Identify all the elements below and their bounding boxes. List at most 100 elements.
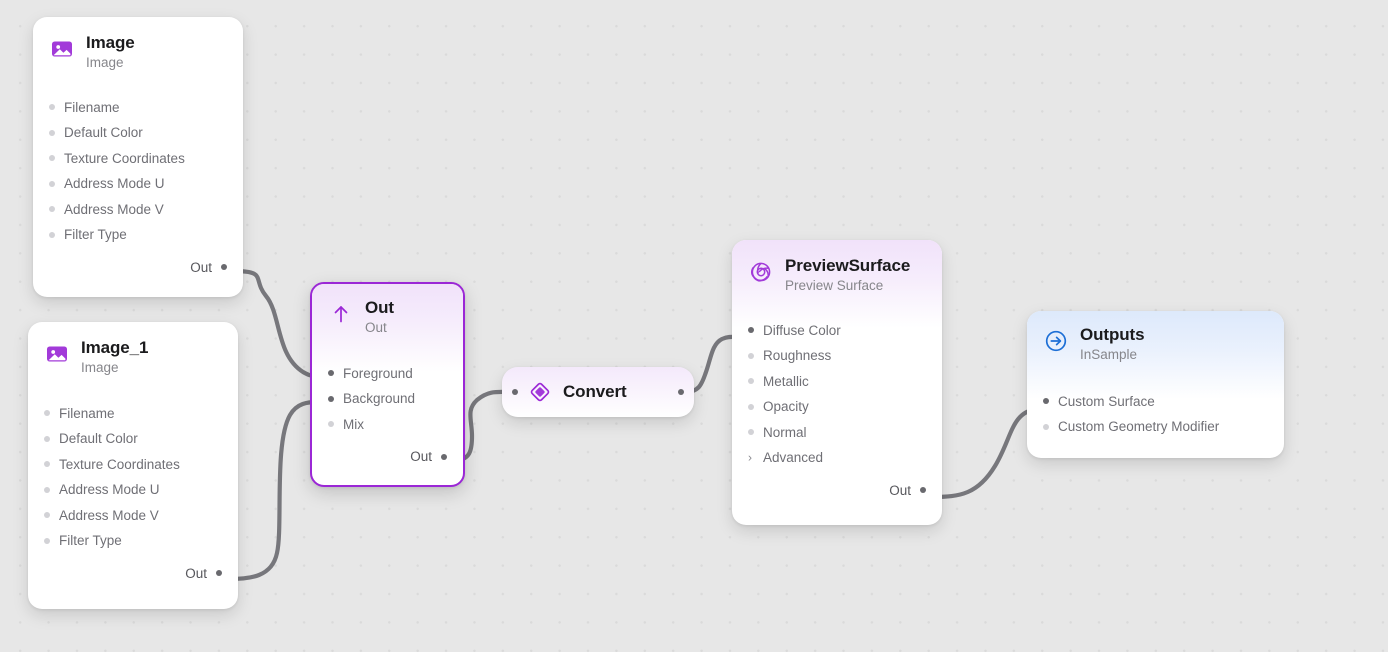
port-dot[interactable] [49,129,55,136]
port-label: Default Color [64,125,143,141]
port-label: Opacity [763,399,809,415]
node-ports: Foreground Background Mix Out [312,338,463,470]
port-dot[interactable] [441,453,447,460]
node-outputs[interactable]: Outputs InSample Custom Surface Custom G… [1027,311,1284,458]
node-title: Image_1 [81,338,149,357]
node-header[interactable]: Image Image [33,17,243,73]
port-row[interactable]: Filename [28,401,238,427]
port-dot[interactable] [328,421,334,428]
node-ports: Filename Default Color Texture Coordinat… [33,73,243,281]
port-label: Texture Coordinates [64,150,185,166]
port-dot[interactable] [216,570,222,577]
node-subtitle: Image [86,55,124,71]
node-subtitle: InSample [1080,347,1138,363]
port-row[interactable]: Diffuse Color [732,318,942,344]
port-row[interactable]: Normal [732,420,942,446]
node-header[interactable]: PreviewSurface Preview Surface [732,240,942,296]
port-dot[interactable] [49,206,55,213]
port-row[interactable]: Filter Type [33,222,243,248]
port-label: Address Mode U [64,176,165,192]
node-ports: Custom Surface Custom Geometry Modifier [1027,365,1284,440]
port-dot[interactable] [44,486,50,493]
wire-preview-out-to-outputs-custom-surface [930,406,1040,500]
port-row[interactable]: Custom Surface [1027,389,1284,415]
port-dot[interactable] [748,429,754,436]
port-row[interactable]: Roughness [732,343,942,369]
node-convert[interactable]: Convert [502,367,694,417]
port-dot[interactable] [44,410,50,417]
node-out[interactable]: Out Out Foreground Background Mix Out [310,282,465,487]
port-dot[interactable] [1043,423,1049,430]
port-dot-input[interactable] [512,389,518,395]
port-dot[interactable] [920,487,926,494]
port-row[interactable]: Default Color [33,120,243,146]
port-label: Normal [763,424,807,440]
port-row[interactable]: Texture Coordinates [28,452,238,478]
port-label: Texture Coordinates [59,456,180,472]
port-dot[interactable] [49,180,55,187]
port-row[interactable]: Default Color [28,426,238,452]
port-label: Default Color [59,431,138,447]
port-label: Custom Surface [1058,393,1155,409]
port-row[interactable]: Filename [33,95,243,121]
node-header[interactable]: Image_1 Image [28,322,238,378]
port-row-output[interactable]: Out [33,255,243,281]
port-row[interactable]: Address Mode U [28,477,238,503]
port-dot[interactable] [748,403,754,410]
node-image[interactable]: Image Image Filename Default Color Textu… [33,17,243,297]
port-dot[interactable] [44,537,50,544]
diamond-icon [528,380,552,404]
node-header[interactable]: Out Out [312,284,463,338]
port-label: Background [343,391,416,407]
port-dot[interactable] [49,231,55,238]
port-label: Filename [64,99,120,115]
node-header[interactable]: Outputs InSample [1027,311,1284,365]
port-row-output[interactable]: Out [732,478,942,504]
port-label: Diffuse Color [763,322,841,338]
port-label: Filename [59,405,115,421]
port-row[interactable]: Mix [312,412,463,438]
port-dot[interactable] [49,155,55,162]
port-dot[interactable] [1043,398,1049,405]
node-ports: Filename Default Color Texture Coordinat… [28,378,238,587]
port-row[interactable]: Address Mode V [28,503,238,529]
port-dot[interactable] [44,461,50,468]
port-dot-output[interactable] [678,389,684,395]
node-title: Outputs [1080,325,1145,344]
port-dot[interactable] [221,264,227,271]
image-icon [49,36,75,62]
port-label: Filter Type [59,533,122,549]
port-row[interactable]: Address Mode V [33,197,243,223]
port-row[interactable]: Address Mode U [33,171,243,197]
node-title: Convert [563,382,627,401]
node-title: Out [365,298,394,317]
port-dot[interactable] [748,327,754,334]
port-row[interactable]: Background [312,386,463,412]
node-preview-surface[interactable]: PreviewSurface Preview Surface Diffuse C… [732,240,942,525]
port-dot[interactable] [328,395,334,402]
port-row[interactable]: Opacity [732,394,942,420]
port-label: Foreground [343,365,413,381]
node-subtitle: Out [365,320,387,336]
chevron-right-icon[interactable]: › [748,450,752,465]
port-dot[interactable] [748,378,754,385]
port-row-output[interactable]: Out [28,561,238,587]
port-dot[interactable] [49,104,55,111]
node-title: Image [86,33,135,52]
port-row[interactable]: Texture Coordinates [33,146,243,172]
port-row[interactable]: Custom Geometry Modifier [1027,414,1284,440]
port-row[interactable]: Foreground [312,361,463,387]
port-label: Filter Type [64,227,127,243]
port-row-output[interactable]: Out [312,444,463,470]
port-row[interactable]: Metallic [732,369,942,395]
port-row[interactable]: Filter Type [28,528,238,554]
port-dot[interactable] [44,435,50,442]
port-dot[interactable] [328,370,334,377]
port-row-advanced[interactable]: › Advanced [732,445,942,471]
node-header-tint [732,240,942,328]
port-dot[interactable] [748,352,754,359]
node-image-1[interactable]: Image_1 Image Filename Default Color Tex… [28,322,238,609]
node-header-tint [1027,311,1284,399]
port-dot[interactable] [44,512,50,519]
